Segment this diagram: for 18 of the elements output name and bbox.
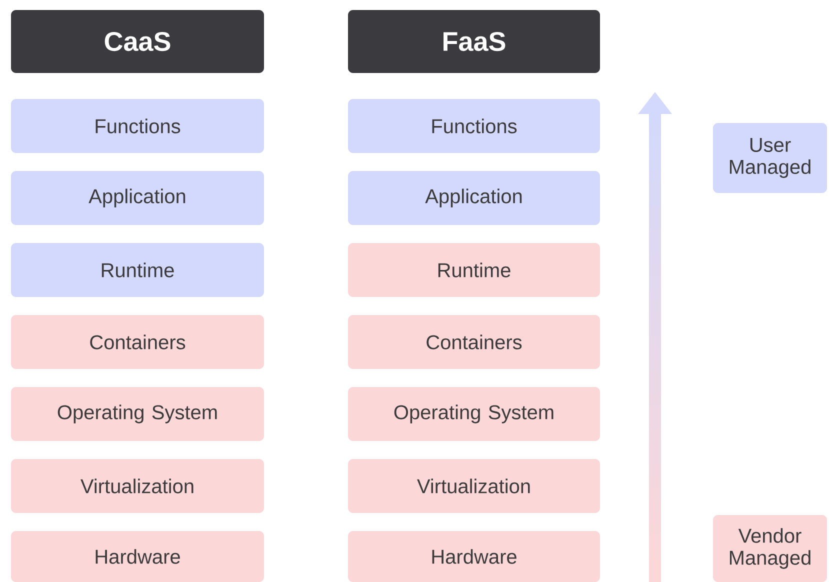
layer-box: Hardware [348,531,600,582]
legend-tag: User Managed [713,123,827,193]
layer-box: Virtualization [348,459,600,513]
layer-box: Containers [11,315,264,369]
layer-box: Runtime [11,243,264,297]
legend-tag: Vendor Managed [713,515,827,582]
layer-box: Functions [11,99,264,153]
column-header: CaaS [11,10,264,73]
layer-box: Hardware [11,531,264,582]
layer-box: Application [348,171,600,225]
layer-box: Containers [348,315,600,369]
column-header: FaaS [348,10,600,73]
layer-box: Runtime [348,243,600,297]
layer-box: Functions [348,99,600,153]
layer-box: Application [11,171,264,225]
layer-box: Virtualization [11,459,264,513]
layer-box: Operating System [11,387,264,441]
layer-box: Operating System [348,387,600,441]
